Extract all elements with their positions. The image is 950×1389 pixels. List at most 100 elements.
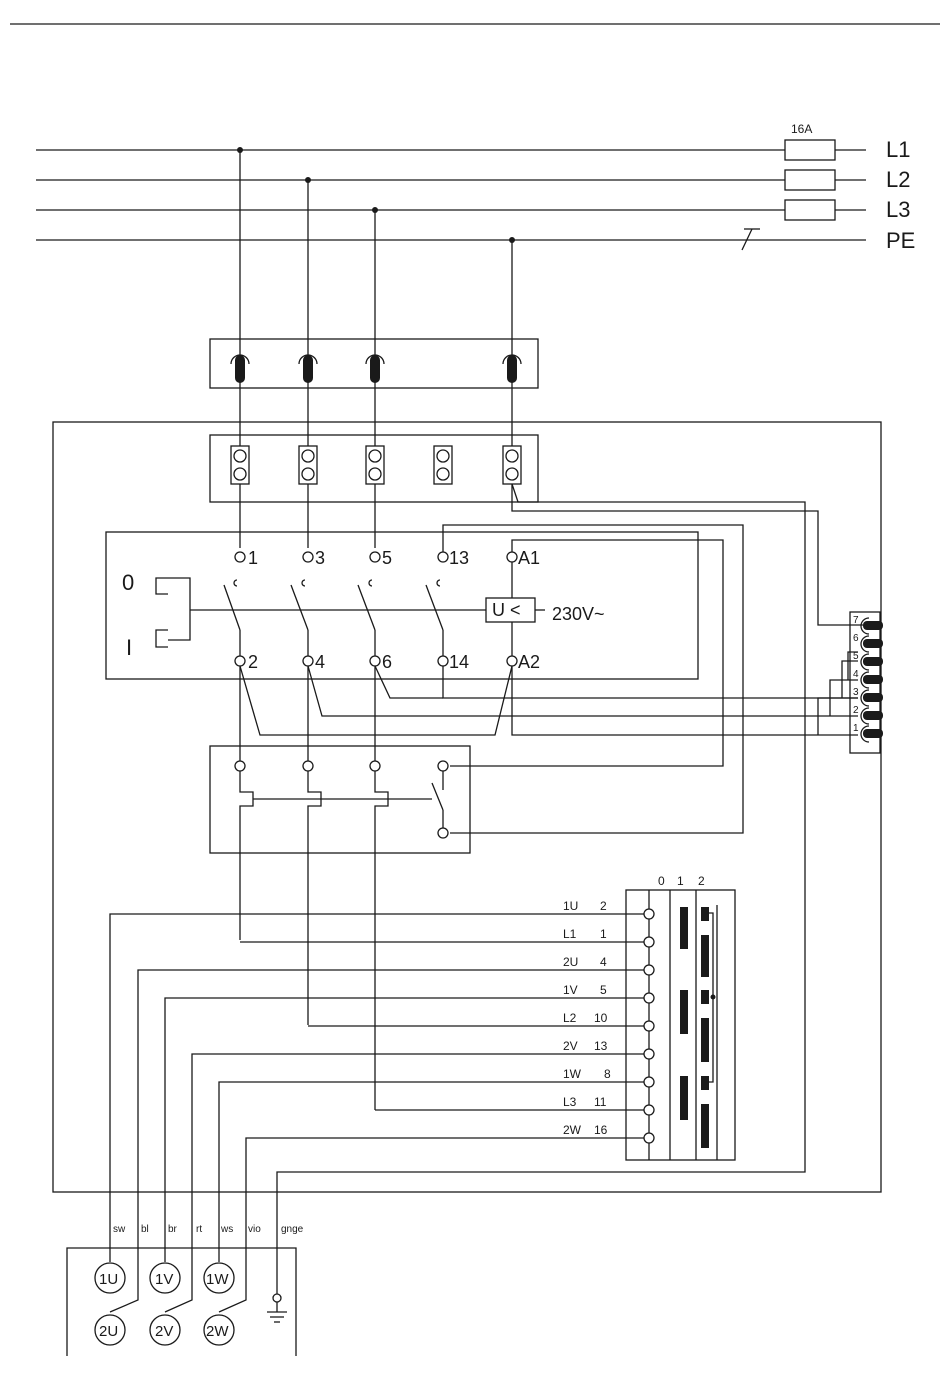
terminal-a1: [507, 552, 517, 562]
terminal-2: [235, 656, 245, 666]
contact: [426, 580, 443, 656]
svg-text:1U: 1U: [563, 899, 578, 913]
terminal-14: [438, 656, 448, 666]
pin-label: 3: [853, 687, 859, 698]
selector-position: 1: [677, 874, 684, 888]
selector-row: 1U 2: [563, 899, 654, 919]
selector-position: 0: [658, 874, 665, 888]
terminal-5: [370, 552, 380, 562]
svg-text:2W: 2W: [563, 1123, 582, 1137]
terminal-strip: [210, 435, 538, 502]
earth-icon: [267, 1294, 287, 1322]
main-switch: 0 I 1 3 5 13 A1 2 4 6 14 A2: [106, 532, 698, 679]
terminal-label: 3: [315, 548, 325, 568]
terminal-label: 5: [382, 548, 392, 568]
phase-label-l2: L2: [886, 167, 910, 192]
selector-row: L3 11: [563, 1095, 654, 1115]
selector-rows: 1U 2 L1 1 2U 4 1V 5 L2 10 2V 13: [563, 899, 654, 1143]
svg-text:8: 8: [604, 1067, 611, 1081]
wire-color: ws: [220, 1224, 233, 1235]
terminal-13: [438, 552, 448, 562]
wire-color-labels: sw bl br rt ws vio gnge: [113, 1224, 304, 1235]
svg-text:16: 16: [594, 1123, 608, 1137]
pin-label: 1: [853, 723, 859, 734]
phase-label-pe: PE: [886, 228, 915, 253]
contact: [358, 580, 375, 656]
fuse-l1: [785, 140, 835, 160]
aux-terminal: [235, 761, 245, 771]
selector-switch: 0 1 2: [626, 874, 735, 1160]
selector-row: 2W 16: [563, 1123, 654, 1143]
terminal-cell: [299, 446, 317, 484]
terminal-label: 4: [315, 652, 325, 672]
svg-text:2V: 2V: [155, 1323, 173, 1340]
wire-color: rt: [196, 1224, 202, 1235]
terminal-cell: [434, 446, 452, 484]
selector-row: 2U 4: [563, 955, 654, 975]
terminal-1: [235, 552, 245, 562]
svg-text:1W: 1W: [563, 1067, 582, 1081]
aux-terminal: [370, 761, 380, 771]
selector-position: 2: [698, 874, 705, 888]
svg-text:4: 4: [600, 955, 607, 969]
wire-color: sw: [113, 1224, 126, 1235]
svg-text:2W: 2W: [206, 1323, 229, 1340]
selector-row: L1 1: [563, 927, 654, 947]
terminal-3: [303, 552, 313, 562]
terminal-label: 6: [382, 652, 392, 672]
aux-terminal: [438, 761, 448, 771]
switch-position-on: I: [126, 635, 132, 660]
contact: [291, 580, 308, 656]
svg-text:L1: L1: [563, 927, 577, 941]
motor-terminal-box: 1U 1V 1W 2U 2V 2W: [67, 1248, 296, 1356]
pin-label: 6: [853, 633, 859, 644]
svg-text:13: 13: [594, 1039, 608, 1053]
pin-label: 4: [853, 669, 859, 680]
undervoltage-label: U <: [492, 600, 521, 620]
terminal-label: 1: [248, 548, 258, 568]
svg-text:L2: L2: [563, 1011, 577, 1025]
actuator-link: [168, 578, 190, 640]
fuse-l2: [785, 170, 835, 190]
motor-wiring: [110, 914, 644, 1312]
selector-row: L2 10: [563, 1011, 654, 1031]
svg-text:1V: 1V: [563, 983, 578, 997]
switch-position-off: 0: [122, 570, 134, 595]
on-contact-bracket: [156, 630, 168, 647]
svg-text:5: 5: [600, 983, 607, 997]
side-connector: 7 6 5 4 3 2 1: [850, 612, 883, 753]
svg-text:2V: 2V: [563, 1039, 578, 1053]
svg-text:2U: 2U: [563, 955, 578, 969]
wire-color: vio: [248, 1224, 261, 1235]
svg-text:1: 1: [600, 927, 607, 941]
terminal-label: A2: [518, 652, 540, 672]
selector-row: 1V 5: [563, 983, 654, 1003]
terminal-a2: [507, 656, 517, 666]
fuse-rating-label: 16A: [791, 122, 812, 136]
voltage-label: 230V~: [552, 604, 605, 624]
terminal-label: 2: [248, 652, 258, 672]
svg-text:1W: 1W: [206, 1271, 229, 1288]
wire-color: gnge: [281, 1224, 304, 1235]
aux-terminal: [303, 761, 313, 771]
terminal-cell: [503, 446, 521, 484]
auxiliary-block: [210, 666, 470, 1110]
terminal-cell: [366, 446, 384, 484]
svg-text:2: 2: [600, 899, 607, 913]
phase-label-l1: L1: [886, 137, 910, 162]
wire-color: bl: [141, 1224, 149, 1235]
svg-text:10: 10: [594, 1011, 608, 1025]
enclosure: [53, 422, 881, 1192]
wire-color: br: [168, 1224, 178, 1235]
terminal-6: [370, 656, 380, 666]
terminal-label: 13: [449, 548, 469, 568]
off-contact-bracket: [156, 578, 168, 594]
aux-terminal: [438, 828, 448, 838]
selector-row: 1W 8: [563, 1067, 654, 1087]
terminal-cell: [231, 446, 249, 484]
fuse-l3: [785, 200, 835, 220]
terminal-label: 14: [449, 652, 469, 672]
svg-text:L3: L3: [563, 1095, 577, 1109]
terminal-label: A1: [518, 548, 540, 568]
selector-row: 2V 13: [563, 1039, 654, 1059]
